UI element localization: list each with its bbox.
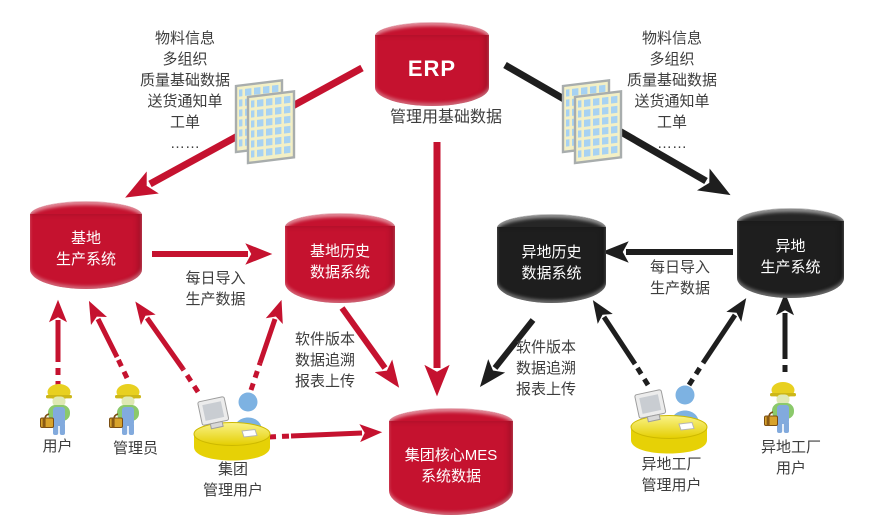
node-remote-production-label: 异地 生产系统 <box>760 238 821 276</box>
remote-user-label: 异地工厂 用户 <box>760 439 821 477</box>
node-base-history-label: 基地历史 数据系统 <box>309 243 370 281</box>
daily-import-label-right: 每日导入 生产数据 <box>649 259 710 297</box>
worker-icon <box>39 383 73 436</box>
daily-import-label-left: 每日导入 生产数据 <box>185 270 246 308</box>
node-erp-label: ERP <box>407 55 457 81</box>
arrow-admin-to-base-production <box>88 300 130 380</box>
erp-feed-list-left: 物料信息 多组织 质量基础数据 送货通知单 工单 …… <box>139 30 230 152</box>
node-mes: 集团核心MES 系统数据 <box>389 408 513 515</box>
user-label: 用户 <box>42 438 73 455</box>
sync-label-right: 软件版本 数据追溯 报表上传 <box>515 339 576 398</box>
admin-label: 管理员 <box>112 440 158 457</box>
arrow-remote-history-to-mes <box>479 318 536 388</box>
arrow-group-admin-to-base-history <box>248 299 283 391</box>
node-remote-history-label: 异地历史 数据系统 <box>521 243 582 282</box>
node-base-production-label: 基地 生产系统 <box>55 230 116 268</box>
worker-icon <box>763 381 797 434</box>
node-base-production: 基地 生产系统 <box>30 201 142 289</box>
arrow-group-admin-to-mes <box>268 424 383 443</box>
node-erp: ERP <box>375 22 489 106</box>
arrow-remote-admin-to-remote-production <box>686 298 747 387</box>
erp-sub-label: 管理用基础数据 <box>389 109 502 126</box>
node-mes-label: 集团核心MES 系统数据 <box>404 446 498 485</box>
desk-user-icon <box>630 385 708 454</box>
remote-admin-label: 异地工厂 管理用户 <box>641 456 702 494</box>
sync-label-left: 软件版本 数据追溯 报表上传 <box>294 331 355 390</box>
arrow-group-admin-to-base-production <box>135 301 201 394</box>
node-remote-history: 异地历史 数据系统 <box>497 214 606 303</box>
erp-feed-list-right: 物料信息 多组织 质量基础数据 送货通知单 工单 …… <box>626 30 717 152</box>
group-admin-label: 集团 管理用户 <box>202 461 263 499</box>
node-remote-production: 异地 生产系统 <box>737 208 844 298</box>
arrow-base-history-to-mes <box>339 306 400 388</box>
arrow-remote-admin-to-remote-history <box>592 300 651 387</box>
node-base-history: 基地历史 数据系统 <box>285 213 395 303</box>
desk-user-icon <box>193 392 271 461</box>
worker-icon <box>108 383 142 436</box>
